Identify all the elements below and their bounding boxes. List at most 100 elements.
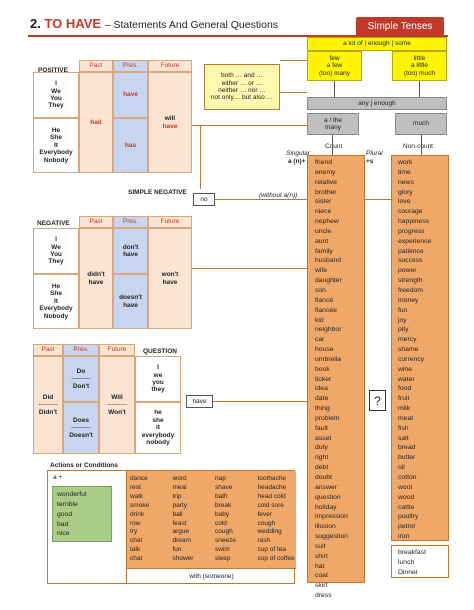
- q-subjects-2: he she it everybody nobody: [135, 402, 181, 454]
- action-word: feast: [172, 519, 187, 527]
- noncount-noun: cotton: [398, 474, 417, 481]
- q-future: Will --------- Won't: [99, 356, 135, 454]
- meal-noun: Dinner: [398, 568, 419, 576]
- subj: Everybody: [39, 149, 73, 157]
- question-mark: ?: [374, 393, 381, 408]
- q-line-right: [213, 401, 307, 402]
- pos-future: will have: [148, 72, 192, 173]
- neg-header-future: Future: [148, 216, 192, 228]
- count-noun: fiancé: [315, 296, 334, 304]
- noncount-noun: progress: [398, 227, 425, 235]
- question-label: QUESTION: [143, 348, 177, 355]
- count-noun: suggestion: [315, 533, 348, 541]
- question-table: Past Pres. Future Did --------- Didn't D…: [33, 344, 183, 454]
- action-word: shave: [215, 483, 233, 491]
- action-word: bath: [215, 492, 228, 500]
- q-line-4: [421, 135, 422, 155]
- subj: I: [55, 80, 57, 88]
- pos-header-past: Past: [79, 60, 113, 72]
- action-word: try: [130, 528, 138, 536]
- count-label: Count: [325, 143, 343, 150]
- q-did: Did: [42, 393, 54, 401]
- action-word: break: [215, 501, 232, 509]
- action-word: cold sore: [257, 501, 284, 509]
- count-noun: nephew: [315, 218, 339, 226]
- action-word: sleep: [215, 555, 231, 563]
- noncount-noun: power: [398, 267, 417, 275]
- header-underline: [28, 35, 448, 37]
- noncount-noun: time: [398, 168, 411, 176]
- action-word: ball: [172, 510, 183, 518]
- no-label: no: [200, 195, 208, 203]
- action-word: fever: [257, 510, 272, 518]
- noncount-noun: success: [398, 257, 423, 265]
- count-noun: enemy: [315, 168, 336, 176]
- adjective: wonderful: [57, 491, 87, 498]
- action-word: toothache: [257, 475, 287, 482]
- pos-line-down: [200, 125, 201, 189]
- pos-has: has: [124, 141, 137, 149]
- q-a-the: a / the: [323, 116, 343, 124]
- subj: Nobody: [43, 156, 69, 164]
- meal-noun: lunch: [398, 558, 415, 566]
- simple-tenses-label: Simple Tenses: [367, 21, 433, 32]
- singular-form: a (n)+: [288, 158, 306, 165]
- subj: she: [152, 416, 164, 424]
- title-main: TO HAVE: [44, 16, 102, 31]
- action-word: headache: [257, 483, 287, 491]
- q-many: many: [325, 124, 341, 131]
- subj: She: [50, 290, 62, 298]
- action-word: row: [130, 519, 141, 527]
- count-noun: neighbor: [315, 326, 342, 334]
- q-subjects-1: I we you they: [135, 356, 181, 402]
- noncount-noun: joy: [398, 316, 407, 324]
- q-will: Will: [111, 393, 123, 401]
- conj-both-and: both … and …: [221, 72, 263, 80]
- q-doesnt: Doesn't: [69, 431, 93, 439]
- count-noun: car: [315, 336, 325, 344]
- noncount-noun: poultry: [398, 513, 419, 521]
- actions-title: Actions or Conditions: [50, 462, 118, 469]
- simple-negative-label: SIMPLE NEGATIVE: [128, 189, 187, 196]
- pos-will: will: [164, 115, 176, 123]
- q-sep: ---------: [107, 401, 127, 409]
- q-enough: enough: [367, 40, 390, 47]
- noncount-noun: wine: [398, 365, 412, 373]
- negative-table: Past Pres. Future I We You They He She I…: [33, 216, 192, 329]
- q-line-2: [419, 81, 420, 97]
- noncount-noun: mercy: [398, 336, 417, 344]
- quantifier-any-enough: any | enough: [307, 97, 447, 110]
- noncount-noun: glory: [398, 188, 413, 196]
- noncount-noun: butter: [398, 454, 416, 462]
- count-noun: duty: [315, 444, 328, 452]
- count-noun: house: [315, 346, 334, 354]
- action-word: fun: [172, 546, 182, 554]
- q-sep: ---------: [71, 424, 91, 432]
- q-sep: ---------: [71, 375, 91, 383]
- q-dont: Don't: [72, 382, 90, 390]
- noncount-noun: news: [398, 178, 414, 186]
- noncount-noun: patience: [398, 247, 424, 255]
- action-word: nap: [215, 475, 226, 482]
- subj: You: [50, 95, 62, 102]
- q-a-few: a few: [326, 62, 343, 70]
- count-noun: question: [315, 493, 341, 501]
- noncount-noun: happiness: [398, 218, 429, 226]
- with-someone: with (someone): [126, 568, 296, 584]
- q-too-many: (too) many: [318, 69, 351, 77]
- subj: they: [151, 386, 165, 394]
- neg-pres2-have: have: [123, 301, 138, 309]
- singular-label: Singular: [286, 150, 310, 157]
- pos-header-future: Future: [148, 60, 192, 72]
- conj-line-b: [280, 92, 307, 93]
- count-noun: dress: [315, 592, 332, 600]
- action-word: cough: [257, 519, 276, 527]
- subj: Everybody: [39, 305, 73, 313]
- count-noun: right: [315, 454, 329, 462]
- subj: it: [156, 424, 160, 432]
